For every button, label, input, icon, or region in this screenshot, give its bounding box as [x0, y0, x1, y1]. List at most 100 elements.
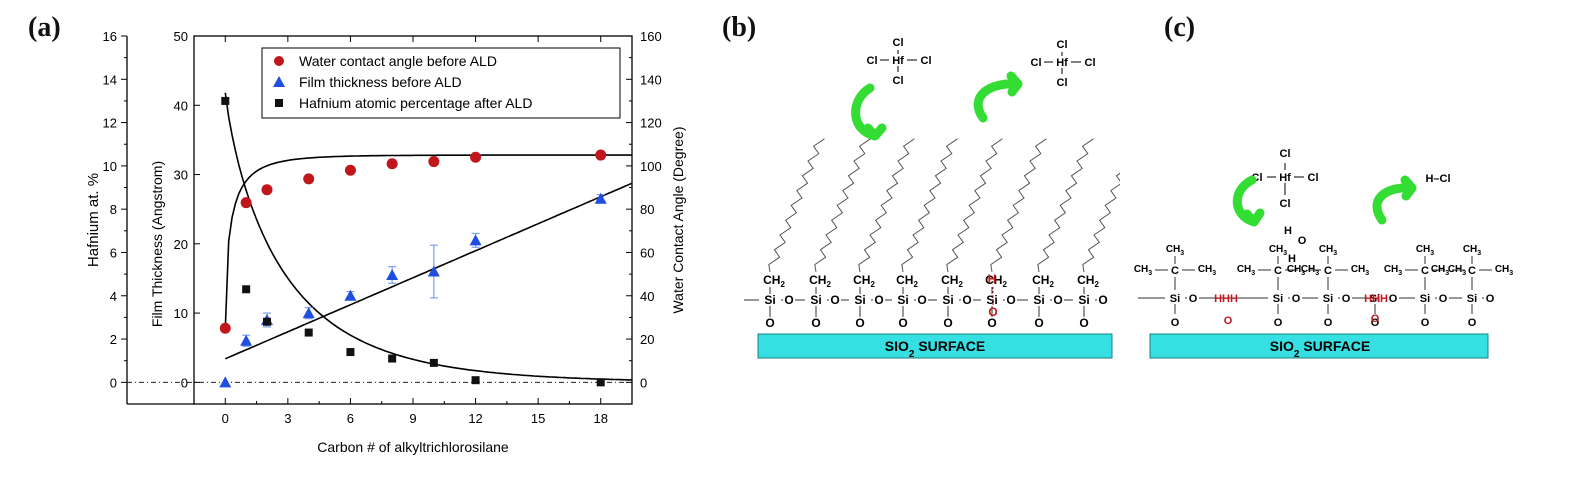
- methyl-group: CH3: [1495, 264, 1513, 277]
- chlorine-atom: Cl: [867, 55, 878, 67]
- methyl-group: CH3: [1198, 264, 1216, 277]
- bridging-oxygen: O: [1006, 293, 1015, 307]
- angle-tick-label: 80: [640, 202, 654, 217]
- x-tick-label: 9: [409, 411, 416, 426]
- oxygen-atom: O: [987, 316, 996, 330]
- hcl-molecule: H–Cl: [1425, 173, 1450, 185]
- methyl-group: CH3: [1166, 244, 1184, 257]
- silicon-atom: Si: [1273, 293, 1283, 305]
- x-tick-label: 12: [468, 411, 482, 426]
- x-tick-label: 3: [284, 411, 291, 426]
- thickness-tick-label: 0: [181, 375, 188, 390]
- methyl-group: CH3: [1351, 264, 1369, 277]
- alkyl-chain: [768, 138, 825, 273]
- hydrogen-atom: H: [1288, 253, 1296, 265]
- ch2-group: CH2: [853, 273, 875, 289]
- chlorine-atom: Cl: [1057, 77, 1068, 89]
- oxygen-atom: O: [811, 316, 820, 330]
- ch2-group: CH2: [1077, 273, 1099, 289]
- sio2-surface: [757, 333, 1113, 359]
- panel-label-b: (b): [722, 12, 757, 43]
- thickness-point: [219, 376, 232, 388]
- surface-label: SIO2 SURFACE: [1270, 338, 1370, 360]
- methyl-group: CH3: [1134, 264, 1152, 277]
- angle-tick-label: 60: [640, 245, 654, 260]
- thickness-point: [240, 334, 253, 346]
- arrow-up-icon: [1372, 175, 1417, 225]
- x-axis-label: Carbon # of alkyltrichlorosilane: [317, 439, 509, 455]
- thickness-point: [427, 265, 440, 277]
- angle-axis-label: Water Contact Angle (Degree): [670, 126, 686, 313]
- angle-point: [386, 158, 398, 170]
- hafnium-axis-label: Hafnium at. %: [85, 173, 102, 267]
- thickness-point: [469, 234, 482, 246]
- x-tick-label: 15: [531, 411, 545, 426]
- oxygen-atom: O: [898, 316, 907, 330]
- angle-tick-label: 20: [640, 332, 654, 347]
- sio2-surface: [1149, 333, 1489, 359]
- oxygen-atom: O: [1421, 317, 1430, 329]
- angle-point: [470, 151, 482, 163]
- silicon-atom: Si: [1467, 293, 1477, 305]
- hafnium-atom: Hf: [892, 55, 904, 67]
- si-bg: [1318, 290, 1338, 304]
- oxygen-atom: O: [1468, 317, 1477, 329]
- chlorine-atom: Cl: [1280, 198, 1291, 210]
- oxygen-atom: O: [1171, 317, 1180, 329]
- hafnium-tick-label: 8: [110, 202, 117, 217]
- alkyl-chain: [814, 138, 871, 273]
- oxygen-atom: O: [855, 316, 864, 330]
- legend-marker-circle: [274, 56, 284, 66]
- ch2-group: CH2: [941, 273, 963, 289]
- hydroxyl-oxygen: O: [1224, 315, 1233, 327]
- chlorine-atom: Cl: [1252, 172, 1263, 184]
- carbon-atom: C: [1171, 265, 1179, 277]
- o-bg: [1340, 291, 1352, 303]
- hafnium-point: [263, 317, 271, 326]
- methyl-group: CH3: [1431, 264, 1449, 277]
- bridging-oxygen: O: [1389, 293, 1398, 305]
- angle-tick-label: 100: [640, 159, 662, 174]
- si-bg: [981, 292, 1003, 306]
- si-bg: [1165, 290, 1185, 304]
- bridging-oxygen: O: [830, 293, 839, 307]
- si-bg: [1415, 290, 1435, 304]
- oxygen-atom: O: [765, 316, 774, 330]
- si-bg: [849, 292, 871, 306]
- arrow-down-icon: [1232, 175, 1265, 227]
- thickness-tick-label: 50: [174, 29, 188, 44]
- bridging-oxygen: O: [1098, 293, 1107, 307]
- bridging-oxygen: O: [1053, 293, 1062, 307]
- silicon-atom: Si: [1033, 293, 1044, 307]
- alkyl-chain: [990, 138, 1047, 273]
- carbon-atom: C: [1324, 265, 1332, 277]
- oxygen-atom: O: [1034, 316, 1043, 330]
- bridging-oxygen: O: [917, 293, 926, 307]
- hafnium-point: [221, 96, 230, 105]
- alkyl-chain: [946, 138, 1003, 273]
- hydrogen-bond-label: HHH: [1364, 293, 1388, 305]
- oxygen-atom: O: [1324, 317, 1333, 329]
- panel-label-a: (a): [28, 12, 61, 43]
- o-bg: [1290, 291, 1302, 303]
- o-bg: [1437, 291, 1449, 303]
- x-tick-label: 0: [222, 411, 229, 426]
- x-tick-label: 18: [593, 411, 607, 426]
- hafnium-point: [429, 358, 438, 367]
- angle-point: [261, 184, 273, 196]
- alkyl-chain: [858, 138, 915, 273]
- o-bg: [1052, 293, 1064, 306]
- thickness-tick-label: 40: [174, 98, 188, 113]
- thickness-point: [386, 268, 399, 280]
- hafnium-atom: Hf: [1279, 172, 1291, 184]
- o-bg: [1097, 293, 1109, 306]
- angle-point: [219, 322, 231, 334]
- hafnium-point: [471, 376, 480, 385]
- si-bg: [937, 292, 959, 306]
- hafnium-tick-label: 2: [110, 332, 117, 347]
- thickness-point: [302, 307, 315, 319]
- alkyl-chain: [1082, 172, 1120, 273]
